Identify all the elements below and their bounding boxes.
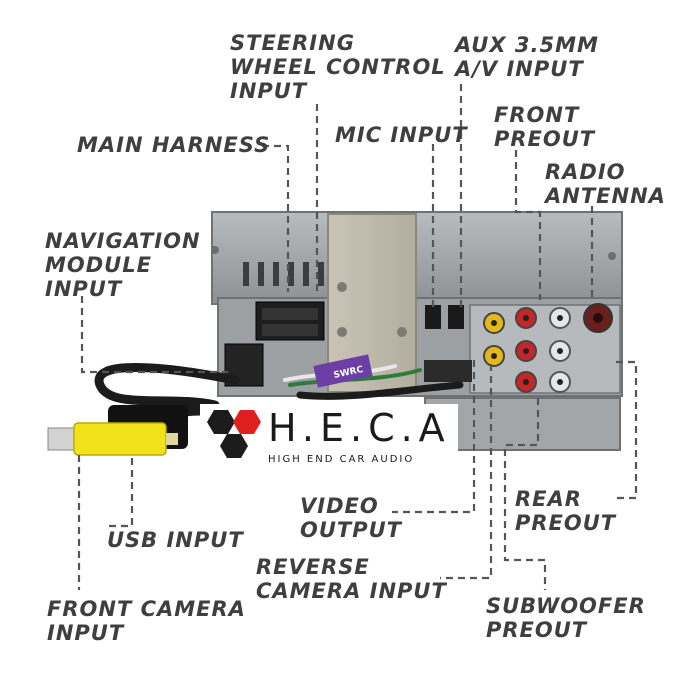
swrc-plug [313, 354, 373, 388]
mic-input-jack [425, 305, 441, 329]
radio-antenna-port [583, 303, 613, 333]
brand-name: H.E.C.A [268, 406, 451, 450]
leader-lines [77, 84, 638, 590]
label-mic-input: MIC INPUT [335, 123, 468, 147]
front-camera-plug [47, 422, 178, 456]
main-harness-port [255, 301, 325, 341]
hexagon-icon [207, 410, 261, 458]
label-usb-input: USB INPUT [107, 528, 244, 552]
aux-input-jack [448, 305, 464, 329]
label-main-harness: MAIN HARNESS [77, 133, 271, 157]
rca-jacks [483, 307, 571, 393]
chassis-vent-slots [243, 262, 324, 286]
heca-logo: H.E.C.A HIGH END CAR AUDIO [200, 404, 458, 470]
video-output-port [424, 360, 472, 382]
brand-tagline: HIGH END CAR AUDIO [268, 454, 415, 465]
